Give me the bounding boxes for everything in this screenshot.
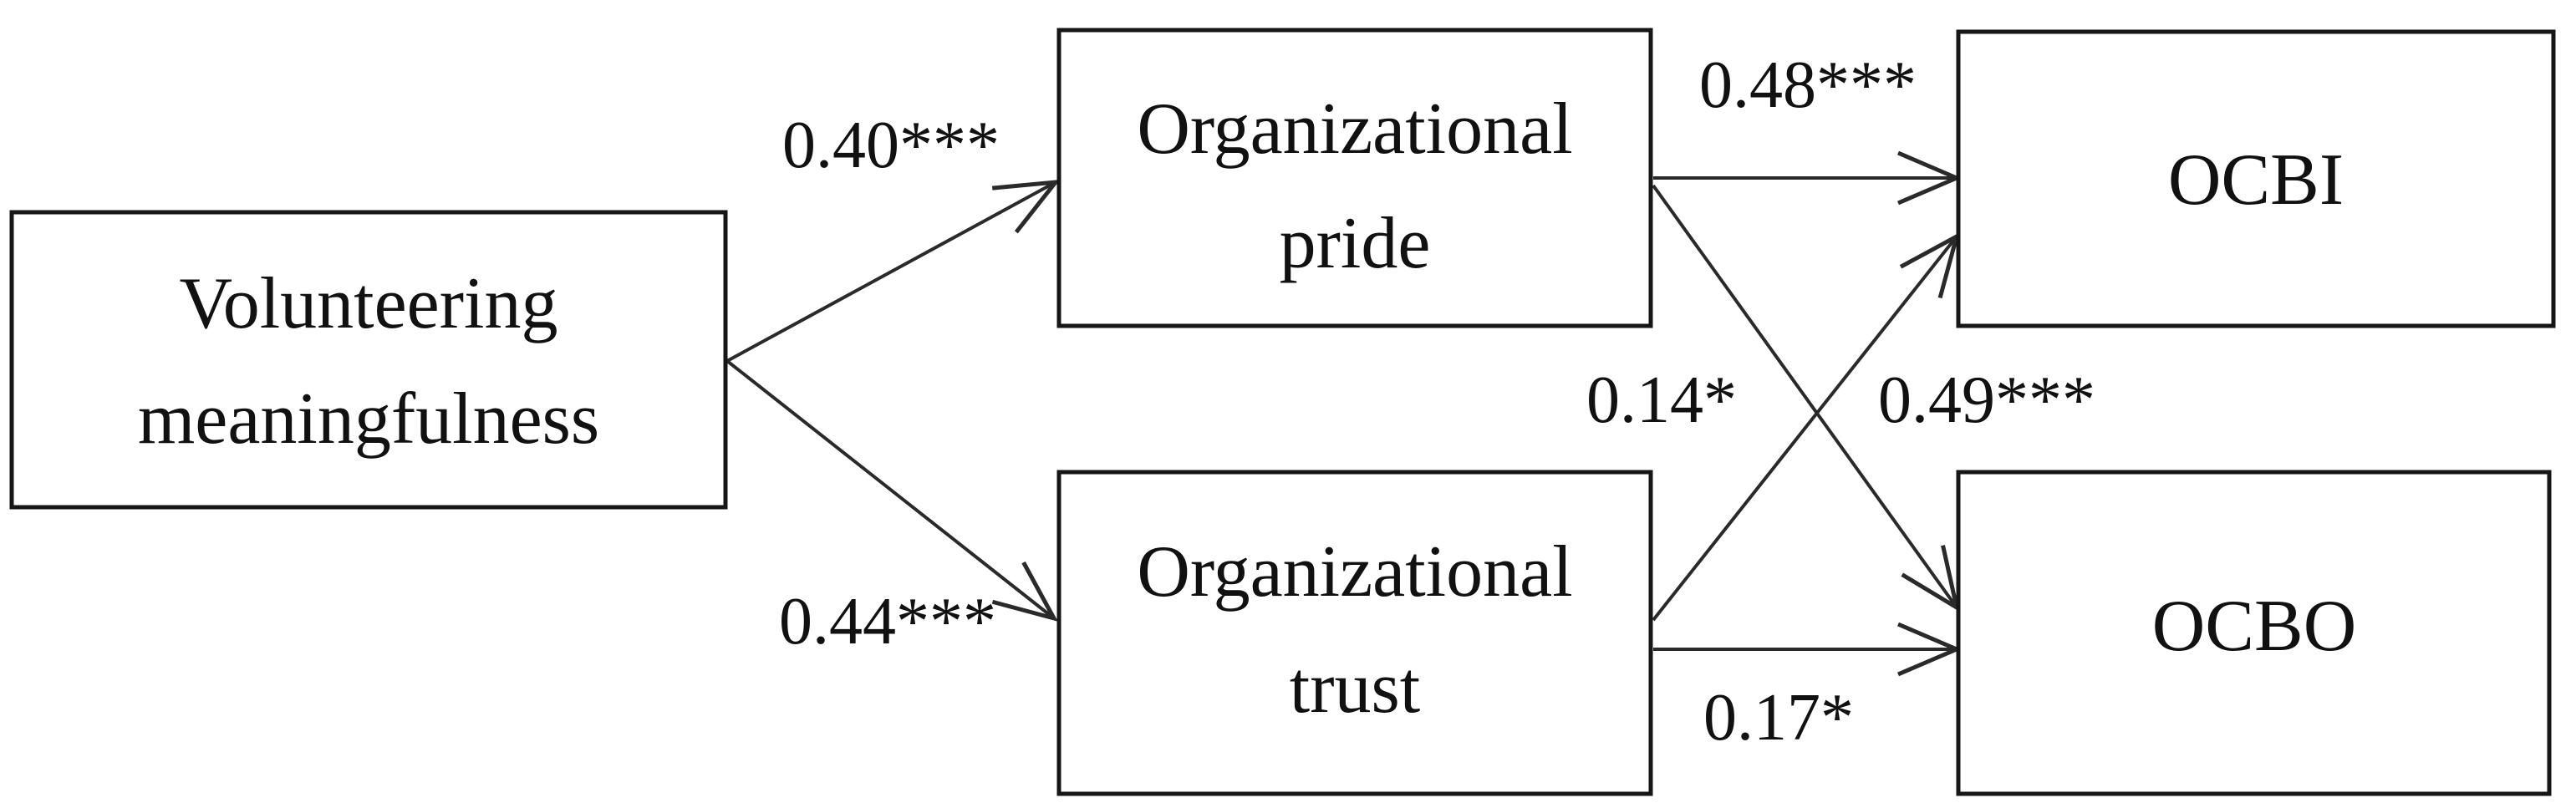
coef-vm-pride: 0.40*** (782, 109, 1000, 182)
label-ocbo: OCBO (2152, 586, 2357, 667)
box-ocbo (1956, 470, 2552, 796)
arrow-pride-to-ocbo (1652, 184, 1957, 607)
coef-trust-ocbi: 0.49*** (1878, 363, 2095, 437)
label-volunteering-line1: Volunteering (180, 263, 558, 344)
label-pride-line1: Organizational (1137, 89, 1572, 170)
arrow-vm-to-trust (725, 359, 1054, 618)
box-volunteering-meaningfulness (9, 210, 728, 510)
label-pride-line2: pride (1280, 203, 1431, 284)
box-ocbi (1956, 29, 2556, 328)
label-trust-line2: trust (1290, 648, 1420, 729)
label-ocbi: OCBI (2168, 140, 2344, 221)
box-organizational-trust (1056, 470, 1653, 796)
label-volunteering-line2: meaningfulness (138, 379, 599, 460)
coef-pride-ocbi: 0.48*** (1699, 48, 1917, 122)
coef-trust-ocbo: 0.17* (1703, 681, 1854, 755)
label-trust-line1: Organizational (1137, 531, 1572, 612)
coef-vm-trust: 0.44*** (779, 585, 996, 658)
arrow-trust-to-ocbi (1652, 236, 1957, 622)
arrow-vm-to-pride (726, 182, 1056, 363)
coef-pride-ocbo: 0.14* (1586, 363, 1737, 437)
box-organizational-pride (1056, 28, 1653, 328)
